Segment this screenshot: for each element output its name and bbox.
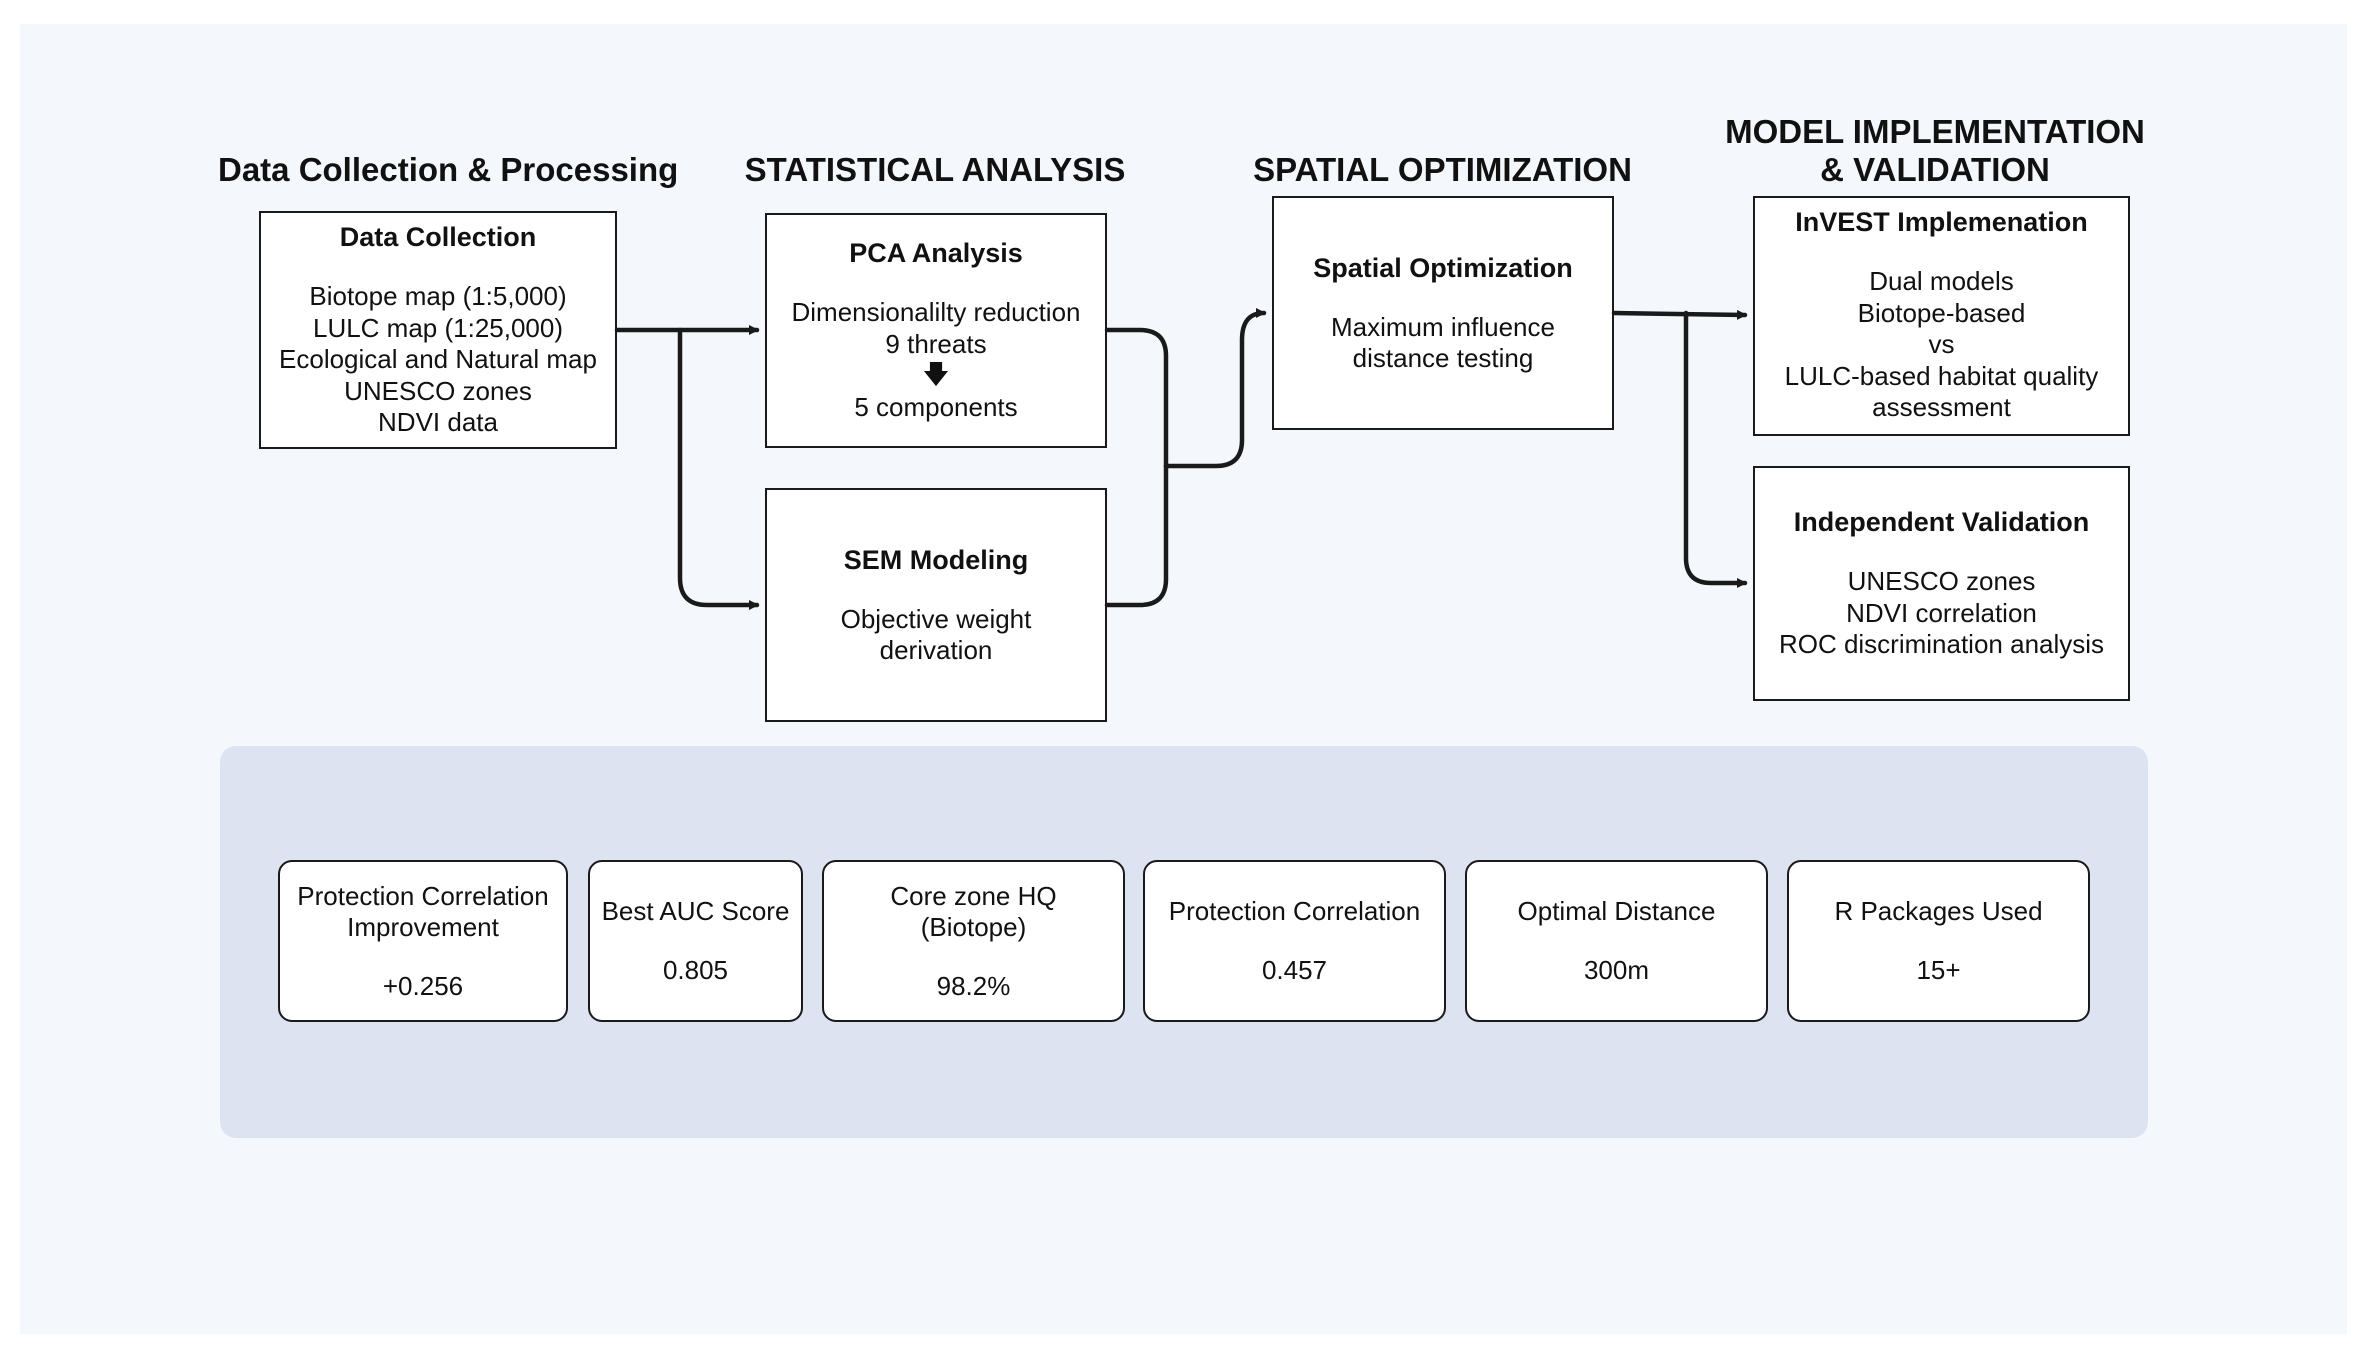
box-line: 5 components [854,392,1018,423]
metric-card-protection-correlation: Protection Correlation 0.457 [1143,860,1446,1022]
data-collection-box: Data Collection Biotope map (1:5,000) LU… [259,211,617,449]
metric-label: Protection Correlation [1168,896,1421,926]
heading-spatial-optimization: SPATIAL OPTIMIZATION [1245,151,1640,189]
metric-label: Protection Correlation [297,880,549,911]
metric-label: Core zone HQ [890,880,1057,911]
box-line: Objective weight [840,603,1032,634]
metric-card-core-zone-hq: Core zone HQ (Biotope) 98.2% [822,860,1125,1022]
metric-card-r-packages-used: R Packages Used 15+ [1787,860,2090,1022]
box-line: Ecological and Natural map [279,344,597,374]
box-line: LULC-based habitat quality [1784,360,2099,391]
box-line: UNESCO zones [344,375,532,406]
heading-line: STATISTICAL ANALYSIS [744,151,1126,188]
metric-label: R Packages Used [1834,896,2043,926]
heading-line: SPATIAL OPTIMIZATION [1253,151,1632,188]
heading-line: MODEL IMPLEMENTATION [1725,113,2145,150]
independent-validation-box: Independent Validation UNESCO zones NDVI… [1753,466,2130,701]
box-line: 9 threats [885,328,987,359]
metric-value: 0.805 [662,955,729,985]
box-line: derivation [879,635,993,665]
metric-card-protection-correlation-improvement: Protection Correlation Improvement +0.25… [278,860,568,1022]
spatial-optimization-box: Spatial Optimization Maximum influence d… [1272,196,1614,430]
metric-value: 15+ [1916,955,1961,985]
box-line: Dual models [1869,266,2014,296]
box-line: distance testing [1352,343,1534,373]
box-line: NDVI correlation [1846,597,2037,628]
metric-card-best-auc-score: Best AUC Score 0.805 [588,860,803,1022]
box-title: Spatial Optimization [1313,252,1573,283]
box-line: UNESCO zones [1847,566,2036,597]
box-line: Maximum influence [1331,311,1555,342]
metric-value: 0.457 [1261,955,1328,985]
box-line: Biotope-based [1857,297,2026,328]
box-title: PCA Analysis [849,238,1023,269]
metric-value: 98.2% [936,970,1011,1001]
metric-label: (Biotope) [920,911,1027,942]
box-line: Dimensionalilty reduction [791,297,1081,328]
metric-card-optimal-distance: Optimal Distance 300m [1465,860,1768,1022]
pca-analysis-box: PCA Analysis Dimensionalilty reduction 9… [765,213,1107,448]
heading-data-collection: Data Collection & Processing [218,151,678,189]
heading-line: & VALIDATION [1820,151,2050,188]
box-title: SEM Modeling [843,544,1029,575]
metric-label: Improvement [347,911,499,942]
heading-line: Data Collection & Processing [218,151,679,188]
metric-value: +0.256 [382,970,464,1001]
box-line: NDVI data [378,407,498,437]
box-line: vs [1928,329,1955,359]
metric-label: Optimal Distance [1517,896,1716,926]
box-line: Biotope map (1:5,000) [309,281,567,311]
box-title: InVEST Implemenation [1795,207,2088,237]
box-title: Data Collection [339,222,537,252]
metric-value: 300m [1583,955,1650,985]
metric-label: Best AUC Score [601,896,790,926]
down-arrow-icon: 🡇 [922,359,950,390]
box-line: LULC map (1:25,000) [312,312,564,343]
heading-model-implementation: MODEL IMPLEMENTATION & VALIDATION [1720,113,2150,189]
invest-implementation-box: InVEST Implemenation Dual models Biotope… [1753,196,2130,436]
box-line: ROC discrimination analysis [1778,629,2105,660]
sem-modeling-box: SEM Modeling Objective weight derivation [765,488,1107,722]
box-line: assessment [1872,392,2011,422]
heading-statistical-analysis: STATISTICAL ANALYSIS [735,151,1135,189]
box-title: Independent Validation [1793,507,2090,538]
